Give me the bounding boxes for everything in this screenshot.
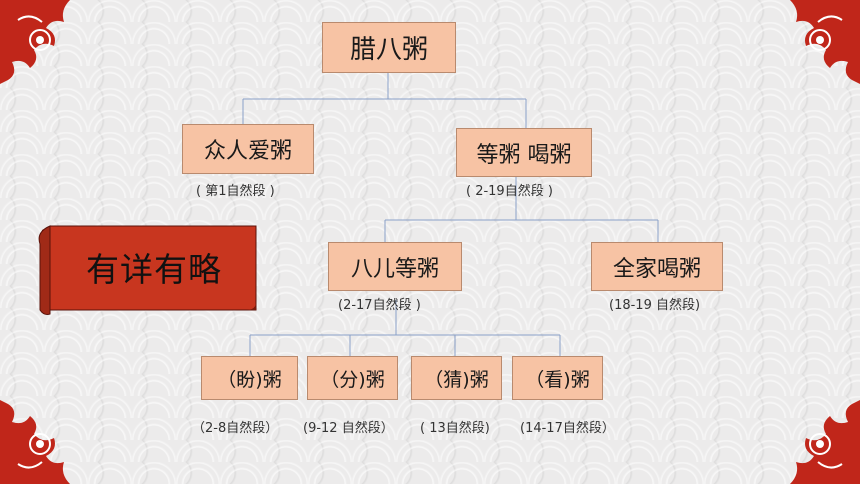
node-pan-zhou: （盼)粥 (201, 356, 298, 400)
note-baer-dengzhou: (2-17自然段 ) (338, 298, 421, 313)
scroll-shape (38, 225, 257, 315)
note-fen-zhou: (9-12 自然段） (303, 421, 394, 436)
node-fen-zhou: （分)粥 (307, 356, 398, 400)
corner-ornament-bottom-right (750, 374, 860, 484)
corner-ornament-top-right (750, 0, 860, 110)
summary-text: 有详有略 (86, 250, 222, 289)
note-zhongren-aizhou: ( 第1自然段 ) (196, 184, 275, 199)
connector-root (242, 73, 527, 128)
summary-scroll-banner: 有详有略 (36, 224, 258, 316)
node-dengzhou-hezhou: 等粥 喝粥 (456, 128, 592, 177)
corner-ornament-bottom-left (0, 374, 110, 484)
node-zhongren-aizhou: 众人爱粥 (182, 124, 314, 174)
note-pan-zhou: （2-8自然段） (192, 421, 279, 436)
node-quanjia-hezhou: 全家喝粥 (591, 242, 723, 291)
note-quanjia-hezhou: (18-19 自然段) (609, 298, 701, 313)
note-kan-zhou: (14-17自然段） (520, 421, 615, 436)
note-cai-zhou: ( 13自然段) (420, 421, 490, 436)
node-baer-dengzhou: 八儿等粥 (328, 242, 462, 291)
note-dengzhou-hezhou: ( 2-19自然段 ) (466, 184, 553, 199)
connector-level1 (384, 177, 659, 242)
connector-level2 (249, 300, 561, 356)
node-cai-zhou: （猜)粥 (411, 356, 502, 400)
node-kan-zhou: （看)粥 (512, 356, 603, 400)
root-node: 腊八粥 (322, 22, 456, 73)
corner-ornament-top-left (0, 0, 110, 110)
